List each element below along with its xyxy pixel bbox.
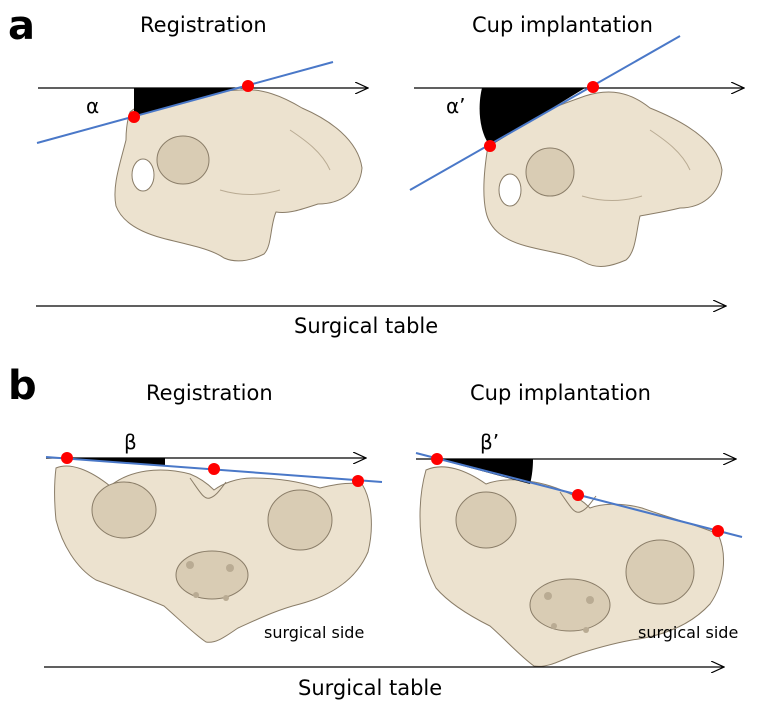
- panel-b-left-angle-label: β: [124, 432, 137, 452]
- panel-b-table-label: Surgical table: [298, 678, 442, 699]
- panel-b-left-pelvis: [55, 466, 372, 642]
- panel-b-left-landmark-3: [352, 475, 364, 487]
- panel-a-left-angle-label: α: [86, 96, 99, 116]
- panel-b-right-landmark-1: [431, 453, 443, 465]
- panel-a-right-angle-label: α’: [446, 96, 466, 116]
- panel-b-left-side-label: surgical side: [264, 625, 364, 641]
- panel-b-right-side-label: surgical side: [638, 625, 738, 641]
- panel-b-right-landmark-2: [572, 489, 584, 501]
- panel-a-right-landmark-1: [484, 140, 496, 152]
- panel-b-left-landmark-1: [61, 452, 73, 464]
- panel-a-left-title: Registration: [140, 15, 267, 36]
- panel-a-left-landmark-1: [128, 111, 140, 123]
- panel-a-letter: a: [8, 6, 35, 46]
- panel-b-left-landmark-2: [208, 463, 220, 475]
- panel-b-right-angle-label: β’: [480, 432, 499, 452]
- panel-b-right-title: Cup implantation: [470, 383, 651, 404]
- panel-a-left-pelvis: [115, 90, 362, 261]
- panel-a-right-title: Cup implantation: [472, 15, 653, 36]
- panel-b-right-landmark-3: [712, 525, 724, 537]
- panel-a-left-landmark-2: [242, 80, 254, 92]
- panel-a-right-landmark-2: [587, 81, 599, 93]
- panel-b-letter: b: [8, 366, 37, 406]
- panel-b-left-title: Registration: [146, 383, 273, 404]
- panel-a-table-label: Surgical table: [294, 316, 438, 337]
